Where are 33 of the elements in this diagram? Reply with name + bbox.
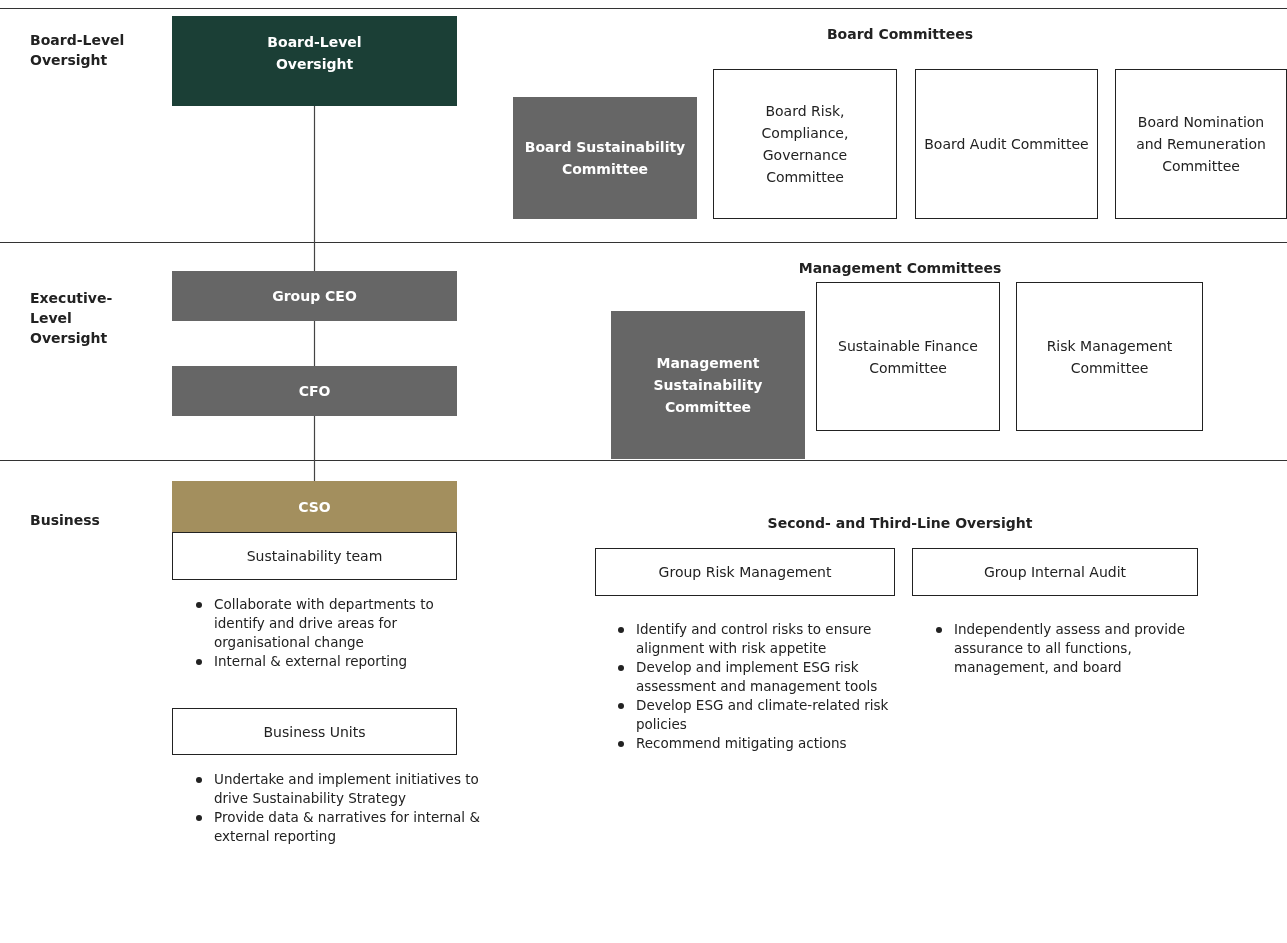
- role-box: CFO: [172, 366, 457, 416]
- committee-box: Risk Management Committee: [1016, 282, 1203, 431]
- bullet-point-text: Recommend mitigating actions: [636, 735, 847, 751]
- committee-box: Group Risk Management: [595, 548, 895, 596]
- committee-box: Board Nomination and Remuneration Committee: [1115, 69, 1287, 219]
- bullet-point-text: Undertake and implement initiatives to drive Sustainability Strategy: [214, 771, 479, 806]
- committee-box: Business Units: [172, 708, 457, 755]
- bullet-point-text: Develop and implement ESG risk assessment and management tools: [636, 659, 878, 694]
- oversight-box: Board-Level Oversight: [172, 16, 457, 106]
- committee-box: Group Internal Audit: [912, 548, 1198, 596]
- connector-line: [313, 105, 316, 272]
- section-heading: Management Committees: [797, 259, 1003, 278]
- row-heading: Board-Level Oversight: [30, 31, 126, 70]
- row-heading: Business: [30, 511, 101, 530]
- section-heading: Second- and Third-Line Oversight: [766, 514, 1034, 533]
- bullet-point-text: Internal & external reporting: [214, 653, 408, 669]
- role-box: Board Sustainability Committee: [513, 97, 697, 219]
- role-box: Group CEO: [172, 271, 457, 321]
- committee-box: Sustainability team: [172, 532, 457, 580]
- committee-box: Board Risk, Compliance, Governance Committee: [713, 69, 897, 219]
- role-box: CSO: [172, 481, 457, 532]
- bullet-point-text: Collaborate with departments to identify and drive areas for organisational change: [214, 596, 434, 650]
- role-box: Management Sustainability Committee: [611, 311, 805, 459]
- bullet-point-text: Provide data & narratives for internal & external reporting: [214, 809, 480, 844]
- bullet-point-text: Develop ESG and climate-related risk policies: [636, 697, 889, 732]
- row-heading: Executive-Level Oversight: [30, 289, 114, 348]
- connector-line: [313, 320, 316, 367]
- committee-box: Board Audit Committee: [915, 69, 1098, 219]
- section-heading: Board Committees: [825, 25, 975, 44]
- bullet-point-text: Identify and control risks to ensure alignment with risk appetite: [636, 621, 872, 656]
- connector-line: [313, 415, 316, 482]
- bullet-point-text: Independently assess and provide assurance to all functions, management, and board: [954, 621, 1185, 675]
- committee-box: Sustainable Finance Committee: [816, 282, 1000, 431]
